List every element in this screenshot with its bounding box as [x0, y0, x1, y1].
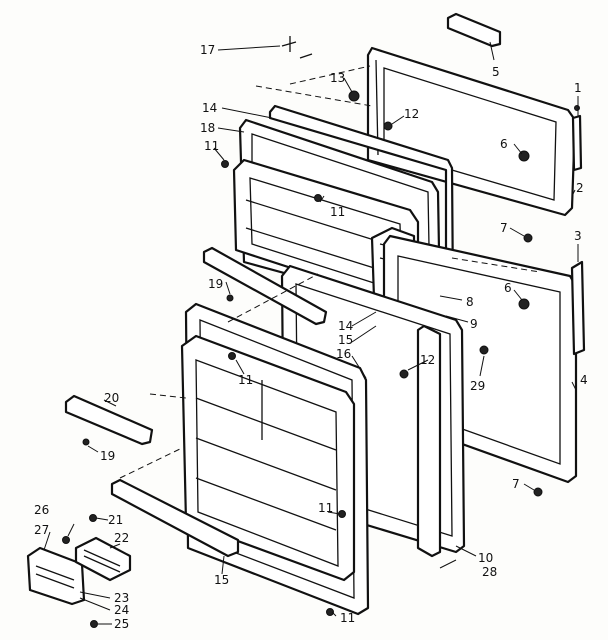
callout-3: 3: [574, 229, 582, 243]
callout-17: 17: [200, 43, 215, 57]
callout-6-upper: 6: [500, 137, 508, 151]
callout-7-upper: 7: [500, 221, 508, 235]
callout-7-lower: 7: [512, 477, 520, 491]
screw-25: [90, 620, 98, 628]
screw-11-mid: [228, 352, 236, 360]
plug-29: [479, 345, 489, 355]
callout-26: 26: [34, 503, 49, 517]
screw-11-upper: [221, 160, 229, 168]
butter-compartment-door: [74, 536, 132, 582]
fresh-food-door-liner: [180, 334, 356, 582]
callout-15-b: 15: [214, 573, 229, 587]
leader-lines: [43, 41, 579, 625]
callout-23: 23: [114, 591, 129, 605]
plug-12-lower: [399, 369, 409, 379]
callout-5: 5: [492, 65, 500, 79]
top-handle-trim: [446, 12, 502, 48]
callout-22: 22: [114, 531, 129, 545]
callout-19-b: 19: [100, 449, 115, 463]
callout-21: 21: [108, 513, 123, 527]
callout-13: 13: [330, 71, 345, 85]
hinge-pin-17: [281, 36, 313, 59]
screw-19-lower: [82, 438, 90, 446]
screw-21: [89, 514, 97, 522]
callout-27: 27: [34, 523, 49, 537]
callout-20: 20: [104, 391, 119, 405]
callout-11-b: 11: [330, 205, 345, 219]
callout-18: 18: [200, 121, 215, 135]
lower-shelf-bar: [110, 478, 240, 558]
screw-26: [62, 536, 70, 544]
cap-7-lower: [533, 487, 543, 497]
screw-11-bottom: [326, 608, 334, 616]
callout-12-b: 12: [420, 353, 435, 367]
callout-labels: 1 2 3 4 5 6 6 7 7 8 9 10 11 11 11 11 11 …: [34, 43, 588, 631]
callout-4: 4: [580, 373, 588, 387]
shelf-end-bracket: [64, 394, 154, 446]
plug-13: [348, 90, 360, 102]
cap-7-upper: [523, 233, 533, 243]
callout-15-a: 15: [338, 333, 353, 347]
alignment-lines: [119, 65, 541, 479]
callout-16: 16: [336, 347, 351, 361]
plug-6-lower: [518, 298, 530, 310]
callout-1: 1: [574, 81, 582, 95]
callout-11-a: 11: [204, 139, 219, 153]
callout-28: 28: [482, 565, 497, 579]
callout-2: 2: [576, 181, 584, 195]
callout-6-lower: 6: [504, 281, 512, 295]
plug-12-upper: [383, 121, 393, 131]
callout-12-a: 12: [404, 107, 419, 121]
callout-14-b: 14: [338, 319, 353, 333]
freezer-handle-strip: [571, 105, 583, 172]
callout-9: 9: [470, 317, 478, 331]
callout-10: 10: [478, 551, 493, 565]
screw-11-liner: [314, 194, 322, 202]
fresh-food-breaker-strip: [416, 324, 442, 558]
callout-8: 8: [466, 295, 474, 309]
callout-29: 29: [470, 379, 485, 393]
callout-11-d: 11: [318, 501, 333, 515]
screw-19-upper: [226, 294, 234, 302]
callout-14-a: 14: [202, 101, 217, 115]
fresh-food-handle-strip: [570, 260, 586, 356]
callout-24: 24: [114, 603, 129, 617]
upper-shelf-bar: [202, 246, 328, 326]
callout-19-a: 19: [208, 277, 223, 291]
callout-11-e: 11: [340, 611, 355, 625]
callout-25: 25: [114, 617, 129, 631]
callout-11-c: 11: [238, 373, 253, 387]
